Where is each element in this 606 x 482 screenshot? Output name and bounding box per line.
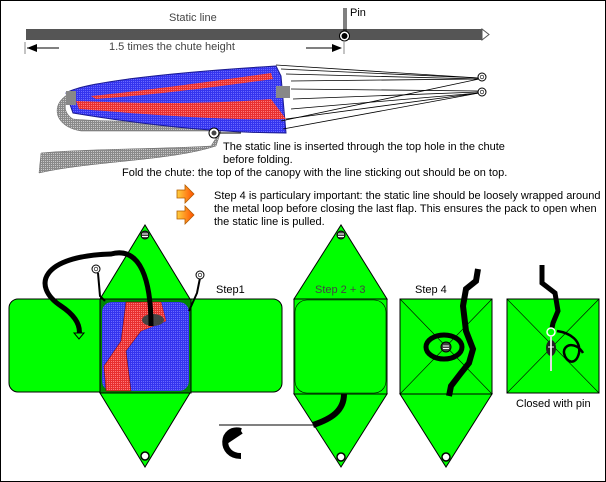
closed-pack <box>506 265 600 394</box>
step4-pack <box>399 268 493 468</box>
note-step4-line3: the static line is pulled. <box>214 216 325 228</box>
note-insert-line2: before folding. <box>223 154 293 166</box>
note-step4-line1: Step 4 is particulary important: the sta… <box>214 190 601 202</box>
step2-3-pack <box>219 224 388 468</box>
length-label: 1.5 times the chute height <box>109 41 235 53</box>
step2-3-label: Step 2 + 3 <box>315 284 366 296</box>
folded-chute-illustration <box>38 64 487 174</box>
closed-label: Closed with pin <box>516 398 591 410</box>
pin-label: Pin <box>350 7 366 19</box>
note-fold: Fold the chute: the top of the canopy wi… <box>122 167 508 179</box>
static-line-label: Static line <box>169 12 217 24</box>
pin-icon <box>339 8 350 42</box>
step4-label: Step 4 <box>415 284 447 296</box>
arrow-icon <box>176 184 195 204</box>
step1-label: Step1 <box>216 284 245 296</box>
note-step4-line2: the metal loop before closing the last f… <box>214 203 597 215</box>
arrow-icon <box>176 205 195 225</box>
length-dimension-arrows <box>24 41 345 54</box>
note-insert-line1: The static line is inserted through the … <box>223 141 505 153</box>
static-line-bar <box>26 27 490 42</box>
step1-pack <box>8 224 283 468</box>
